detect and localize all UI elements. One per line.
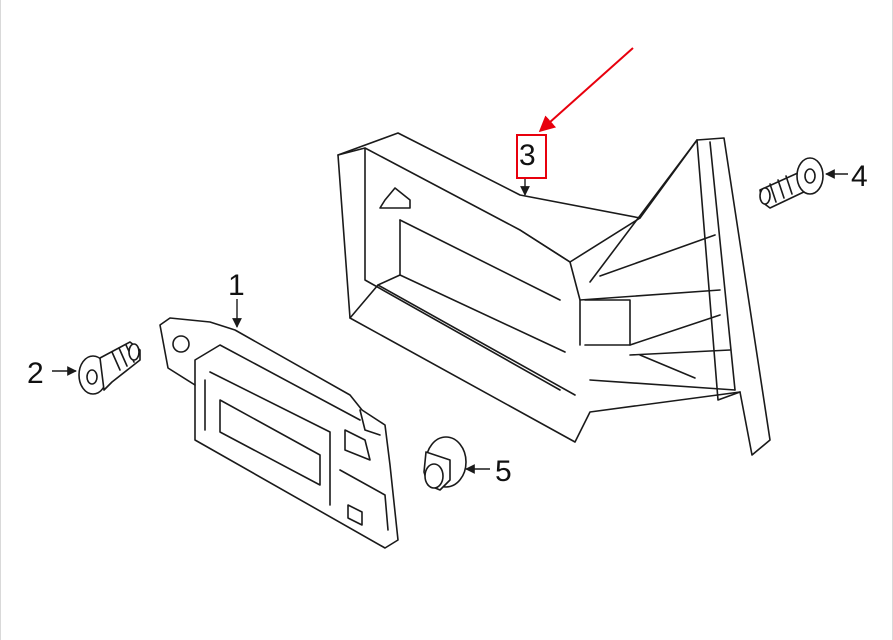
callout-4-label: 4 bbox=[851, 160, 868, 193]
part-1-module bbox=[159, 317, 399, 549]
callout-2-label: 2 bbox=[27, 357, 44, 390]
part-5-clip bbox=[423, 436, 467, 491]
callout-3-label: 3 bbox=[519, 139, 536, 172]
highlight-arrow bbox=[538, 47, 634, 133]
highlight-box bbox=[516, 134, 547, 179]
callout-5-label: 5 bbox=[495, 455, 512, 488]
part-2-screw bbox=[78, 341, 141, 395]
part-4-screw bbox=[759, 157, 824, 209]
part-3-bracket bbox=[337, 132, 771, 456]
callout-1-label: 1 bbox=[228, 269, 245, 302]
